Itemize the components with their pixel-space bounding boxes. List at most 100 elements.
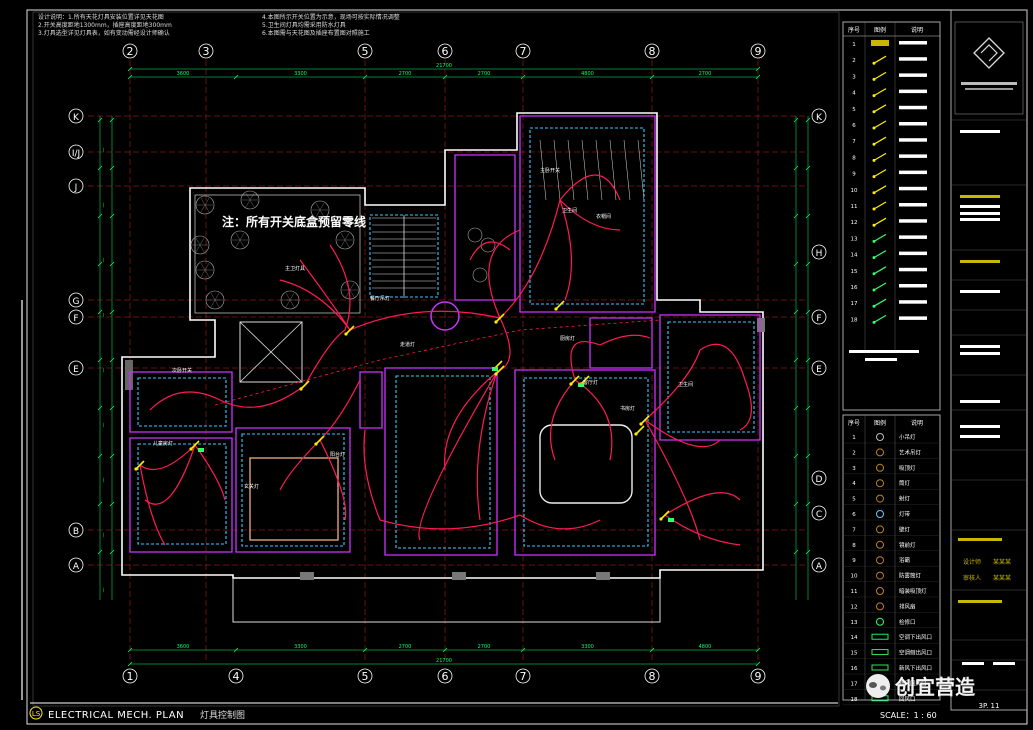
switch-symbol bbox=[555, 300, 565, 310]
grid-label: D bbox=[816, 475, 823, 485]
legend-desc-bar bbox=[899, 219, 927, 223]
grid-label: 4 bbox=[233, 670, 240, 683]
legend-desc-bar bbox=[899, 170, 927, 175]
checker-label: 审核人 bbox=[963, 574, 981, 582]
fixture-index: 1 bbox=[852, 435, 856, 441]
grid-bubble bbox=[750, 43, 766, 59]
fixture-label: 暗装吸顶灯 bbox=[899, 587, 927, 595]
legend-desc-bar bbox=[899, 203, 927, 207]
switch-symbol bbox=[495, 365, 505, 375]
note-line: 4.本图所示开关位置为示意，现场可按实际情况调整 bbox=[262, 13, 400, 21]
svg-text:—: — bbox=[101, 588, 107, 593]
dim-value: 2700 bbox=[399, 644, 412, 650]
svg-text:—: — bbox=[101, 423, 107, 428]
room-tag: 衣帽间 bbox=[596, 213, 611, 220]
switch-symbol bbox=[635, 425, 645, 435]
fixture-index: 16 bbox=[851, 666, 858, 672]
switch-symbol bbox=[580, 375, 590, 385]
legend-index: 13 bbox=[851, 236, 858, 242]
main-annotation: 注：所有开关底盒预留零线 bbox=[222, 214, 366, 229]
switch-symbol bbox=[660, 510, 670, 520]
grid-label: K bbox=[816, 113, 823, 123]
fixture-index: 12 bbox=[851, 604, 858, 610]
legend-index: 4 bbox=[852, 91, 856, 97]
fixture-index: 13 bbox=[851, 620, 858, 626]
room-tags: 主卧开关卫生间衣帽间主卫灯具走道灯餐厅吊灯厨房灯客厅灯书房灯次卧开关儿童房灯阳台… bbox=[153, 167, 693, 490]
room-tag: 餐厅吊灯 bbox=[370, 295, 390, 302]
grid-bubble bbox=[198, 43, 214, 59]
grid-bubble bbox=[811, 360, 827, 376]
grid-label: 1 bbox=[127, 670, 134, 683]
grid-label: 8 bbox=[649, 670, 656, 683]
grid-label: C bbox=[816, 510, 822, 520]
note-line: 6.本图需与天花图及插座布置图对照施工 bbox=[262, 29, 370, 37]
dim-value: 3600 bbox=[177, 644, 190, 650]
grid-label: B bbox=[73, 527, 79, 537]
legend-index: 14 bbox=[851, 253, 858, 259]
grid-bubble bbox=[68, 178, 84, 194]
fixture-label: 浴霸 bbox=[899, 556, 911, 564]
legend-header: 说明 bbox=[911, 26, 923, 34]
fixture-label: 防雾筒灯 bbox=[899, 572, 922, 580]
fixture-label: 检修口 bbox=[899, 618, 916, 626]
dim-value: 2700 bbox=[478, 644, 491, 650]
grid-label: K bbox=[73, 113, 80, 123]
legend-desc-bar bbox=[899, 186, 927, 191]
switch-symbol bbox=[190, 440, 200, 450]
note-line: 5.卫生间灯具均需采用防水灯具 bbox=[262, 21, 346, 29]
legend-index: 10 bbox=[851, 188, 858, 194]
fixture-label: 灯带 bbox=[899, 510, 911, 518]
svg-text:—: — bbox=[101, 533, 107, 538]
legend-index: 18 bbox=[851, 317, 858, 323]
legend-desc-bar bbox=[899, 89, 927, 94]
landscape-plants bbox=[190, 190, 496, 310]
fixture-index: 15 bbox=[851, 651, 858, 657]
grid-label: F bbox=[73, 314, 78, 324]
legend-desc-bar bbox=[899, 251, 927, 256]
grid-bubble bbox=[437, 43, 453, 59]
note-line: 3.灯具选型详见灯具表，如有变动需经设计师确认 bbox=[38, 29, 170, 37]
legend-index: 3 bbox=[852, 74, 856, 80]
grid-label: H bbox=[816, 249, 823, 259]
round-column bbox=[430, 301, 460, 331]
dim-value: 3600 bbox=[177, 71, 190, 77]
checker-value: 某某某 bbox=[993, 575, 1011, 582]
grid-bubble bbox=[357, 43, 373, 59]
fixture-header: 说明 bbox=[911, 419, 923, 427]
fixture-label: 排风扇 bbox=[899, 602, 916, 610]
lighting-circuit-wiring bbox=[139, 174, 752, 546]
room-tag: 书房灯 bbox=[620, 405, 635, 412]
watermark: 创宜营造 bbox=[866, 674, 976, 699]
fixture-index: 7 bbox=[852, 527, 856, 533]
inner-frame bbox=[32, 11, 840, 707]
fixture-index: 10 bbox=[851, 574, 858, 580]
grid-label: G bbox=[73, 297, 80, 307]
fixture-label: 空调下出风口 bbox=[899, 633, 932, 641]
symbol-legend: 序号图例说明123456789101112131415161718 bbox=[842, 21, 941, 411]
title-tag: LS bbox=[32, 710, 41, 718]
switch-symbol bbox=[570, 375, 580, 385]
fixture-label: 小吊灯 bbox=[899, 433, 916, 441]
fixture-label: 筒灯 bbox=[899, 479, 911, 487]
room-tag: 卫生间 bbox=[678, 381, 693, 388]
room-tag: 卫生间 bbox=[562, 207, 577, 214]
grid-bubble bbox=[811, 557, 827, 573]
drawing-title: LS ELECTRICAL MECH. PLAN 灯具控制图 SCALE：1 :… bbox=[29, 702, 937, 721]
grid-label: E bbox=[73, 365, 79, 375]
floor-plan bbox=[121, 112, 765, 623]
grid-label: I/J bbox=[72, 149, 80, 159]
switch-symbol bbox=[640, 415, 650, 425]
fixture-index: 17 bbox=[851, 681, 858, 687]
grid-bubble bbox=[811, 505, 827, 521]
grid-bubble bbox=[750, 668, 766, 684]
grid-label: 7 bbox=[520, 670, 527, 683]
staircase bbox=[372, 139, 645, 298]
legend-desc-bar bbox=[899, 235, 927, 239]
ceiling-outlines bbox=[137, 127, 755, 549]
fixture-index: 8 bbox=[852, 543, 856, 549]
legend-index: 17 bbox=[851, 301, 858, 307]
switch-symbol bbox=[300, 380, 310, 390]
notes-right: 4.本图所示开关位置为示意，现场可按实际情况调整5.卫生间灯具均需采用防水灯具6… bbox=[262, 13, 400, 37]
